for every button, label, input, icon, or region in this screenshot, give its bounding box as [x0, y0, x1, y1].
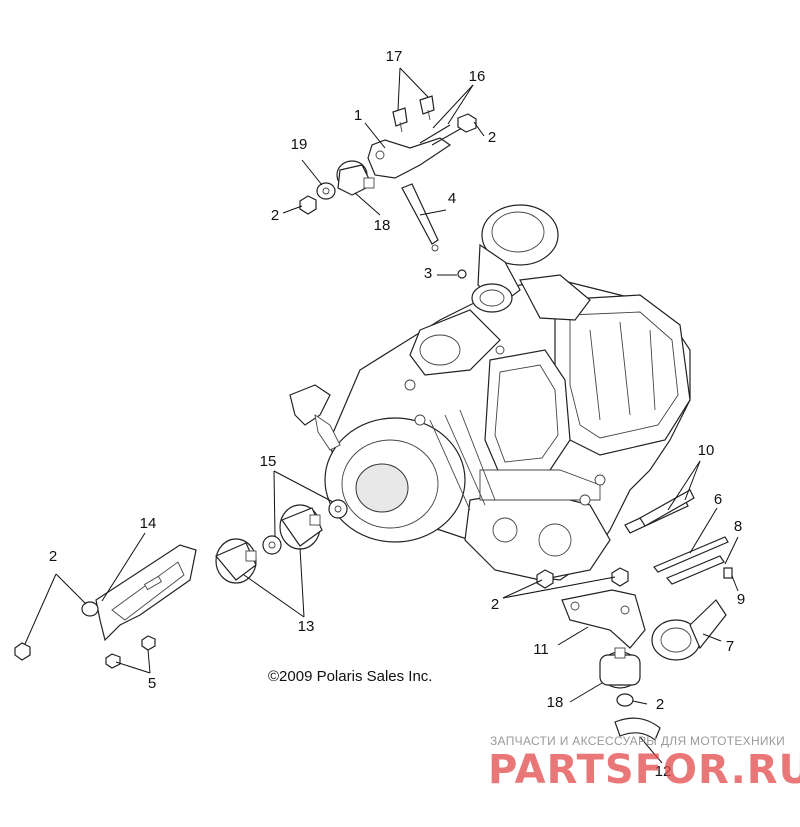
watermark-brand: PARTSFOR.RU — [488, 747, 800, 793]
left-mount-parts — [14, 499, 348, 669]
callout-10: 10 — [698, 442, 715, 459]
leader-lines — [24, 67, 739, 764]
watermark: ЗАПЧАСТИ И АКСЕССУАРЫ ДЛЯ МОТОТЕХНИКИ PA… — [488, 734, 800, 793]
callout-2-top: 2 — [488, 129, 496, 146]
callout-6: 6 — [714, 491, 722, 508]
callout-4: 4 — [448, 190, 456, 207]
callout-11: 11 — [533, 641, 549, 658]
callout-14: 14 — [140, 515, 157, 532]
callout-9: 9 — [737, 591, 745, 608]
callout-1: 1 — [354, 107, 362, 124]
callout-labels: 17 16 1 2 19 2 18 4 3 15 14 2 13 5 10 6 … — [49, 48, 745, 780]
copyright-notice: ©2009 Polaris Sales Inc. — [268, 668, 432, 685]
callout-12: 12 — [655, 763, 672, 780]
callout-5: 5 — [148, 675, 156, 692]
callout-2-bottom-right: 2 — [656, 696, 664, 713]
callout-13: 13 — [298, 618, 315, 635]
callout-16: 16 — [469, 68, 486, 85]
callout-18-bottom: 18 — [547, 694, 564, 711]
callout-18-top: 18 — [374, 217, 391, 234]
watermark-tagline: ЗАПЧАСТИ И АКСЕССУАРЫ ДЛЯ МОТОТЕХНИКИ — [490, 734, 785, 748]
callout-19: 19 — [291, 136, 308, 153]
engine-assembly — [289, 204, 691, 581]
callout-7: 7 — [726, 638, 734, 655]
callout-2-bottom-center: 2 — [491, 596, 499, 613]
callout-8: 8 — [734, 518, 742, 535]
right-mount-parts — [536, 489, 733, 741]
callout-17: 17 — [386, 48, 403, 65]
callout-15: 15 — [260, 453, 277, 470]
callout-3: 3 — [424, 265, 432, 282]
callout-2-left-mount: 2 — [271, 207, 279, 224]
callout-2-far-left: 2 — [49, 548, 57, 565]
top-mount-parts — [299, 95, 477, 279]
